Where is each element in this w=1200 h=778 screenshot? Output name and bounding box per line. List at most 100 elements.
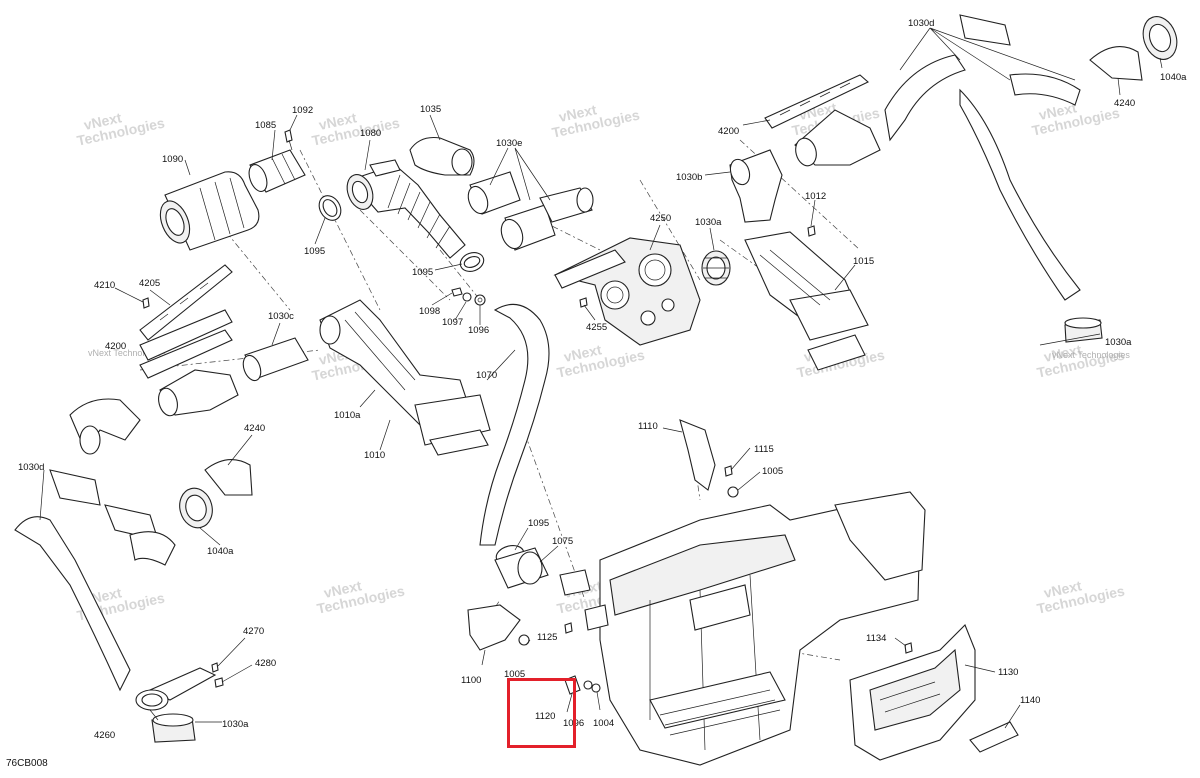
nut-1004 — [591, 683, 601, 693]
bracket-1140 — [969, 721, 1019, 753]
hardware-1098-1097-1096 — [451, 287, 486, 306]
washer-1096-bottom — [583, 680, 593, 690]
bracket-4205 — [139, 264, 233, 341]
screw-4210 — [142, 297, 150, 309]
part-label-1015: 1015 — [853, 256, 874, 267]
svg-text:vNext: vNext — [562, 341, 603, 365]
part-label-4255: 4255 — [586, 322, 607, 333]
part-label-4205: 4205 — [139, 278, 160, 289]
part-label-4210: 4210 — [94, 280, 115, 291]
part-label-1030c: 1030c — [268, 311, 294, 322]
clamp-4240-left — [204, 459, 253, 496]
air-filter-1090 — [159, 171, 260, 251]
part-label-4200: 4200 — [718, 126, 739, 137]
watermark: vNext Technologies — [315, 577, 406, 616]
boot-1075 — [494, 547, 549, 589]
part-label-1012: 1012 — [805, 191, 826, 202]
highlight-box-part — [507, 678, 576, 748]
part-label-1030d-left: 1030d — [18, 462, 44, 473]
screw-4255 — [579, 297, 588, 308]
part-label-1110: 1110 — [638, 421, 658, 432]
part-label-1090: 1090 — [162, 154, 183, 165]
watermarks: vNext Technologies vNext Technologies vN… — [75, 99, 1130, 623]
part-label-1080: 1080 — [360, 128, 381, 139]
part-label-1092: 1092 — [292, 105, 313, 116]
part-label-1095: 1095 — [412, 267, 433, 278]
long-tube-1030d-left — [14, 469, 176, 692]
watermark-line: vNext Technologies — [1052, 350, 1130, 360]
duct-boot-1035 — [409, 136, 475, 176]
part-label-4270: 4270 — [243, 626, 264, 637]
part-label-1030a-bottom: 1030a — [222, 719, 249, 730]
part-number-labels: 1092 1085 1080 1035 1030e 1090 1095 1095… — [18, 18, 1187, 741]
part-label-4260: 4260 — [94, 730, 115, 741]
screw-1134 — [904, 642, 913, 654]
duct-housing-4250 — [553, 237, 701, 346]
part-label-1098: 1098 — [419, 306, 440, 317]
duct-y-4200 — [794, 109, 881, 167]
part-label-1115: 1115 — [754, 444, 774, 455]
part-label-1030b: 1030b — [676, 172, 702, 183]
part-label-1095: 1095 — [528, 518, 549, 529]
clamp-1095-left — [318, 195, 342, 221]
part-label-1010: 1010 — [364, 450, 385, 461]
nut-1005-top — [727, 486, 739, 498]
part-label-1125: 1125 — [537, 632, 557, 643]
airbox-housing — [559, 491, 926, 766]
part-label-1030d: 1030d — [908, 18, 934, 29]
part-label-1070: 1070 — [476, 370, 497, 381]
part-label-1120: 1120 — [535, 711, 555, 722]
part-label-1085: 1085 — [255, 120, 276, 131]
part-label-1040a: 1040a — [1160, 72, 1187, 83]
watermark: vNext Technologies — [1035, 577, 1126, 616]
part-label-4280: 4280 — [255, 658, 276, 669]
svg-text:vNext: vNext — [1042, 341, 1083, 365]
duct-1010 — [319, 299, 491, 456]
ring-4260 — [135, 689, 169, 711]
clamp-1095-mid — [459, 252, 485, 272]
part-label-1035: 1035 — [420, 104, 441, 115]
watermark: vNext Technologies — [550, 101, 641, 140]
part-label-1097: 1097 — [442, 317, 463, 328]
svg-text:vNext: vNext — [557, 101, 598, 125]
elbow-left — [69, 398, 141, 455]
screw-1012 — [807, 225, 816, 237]
part-label-1005: 1005 — [762, 466, 783, 477]
bracket-1110 — [679, 419, 716, 491]
part-label-4200-left: 4200 — [105, 341, 126, 352]
lower-cover-1130 — [849, 624, 976, 761]
part-label-1010a: 1010a — [334, 410, 361, 421]
intake-cap-1030a-bottom — [151, 713, 196, 743]
duct-1015 — [744, 231, 869, 371]
part-label-1005: 1005 — [504, 669, 525, 680]
long-tube-1030d-top — [884, 14, 1081, 301]
clamp-4240-top — [1089, 46, 1143, 81]
svg-text:vNext: vNext — [1042, 577, 1083, 601]
leader-lines — [39, 27, 1163, 729]
nut-1005-bottom — [518, 634, 530, 646]
svg-text:vNext: vNext — [322, 577, 363, 601]
duct-y-left — [158, 369, 239, 417]
watermark: vNext Technologies — [310, 109, 401, 148]
part-label-1140: 1140 — [1020, 695, 1040, 706]
part-label-1095: 1095 — [304, 246, 325, 257]
screw-1092 — [284, 129, 293, 151]
intake-cap-1030a-top — [701, 250, 731, 286]
bracket-1100 — [467, 604, 521, 651]
part-label-1030e: 1030e — [496, 138, 522, 149]
cap-1040a-top — [1142, 16, 1178, 60]
svg-text:vNext: vNext — [82, 109, 123, 133]
adapter-1085 — [248, 149, 306, 193]
screw-1125 — [564, 622, 573, 634]
plate-4200-left — [139, 309, 233, 379]
part-label-4240-left: 4240 — [244, 423, 265, 434]
part-label-1100: 1100 — [461, 675, 481, 686]
bracket-4200 — [764, 74, 869, 129]
svg-text:vNext: vNext — [317, 109, 358, 133]
part-label-1134: 1134 — [866, 633, 886, 644]
duct-boot-1030e — [467, 171, 594, 251]
intake-cap-1030a-right — [1064, 317, 1103, 343]
cap-1040a-left — [179, 487, 213, 529]
part-label-4240: 4240 — [1114, 98, 1135, 109]
